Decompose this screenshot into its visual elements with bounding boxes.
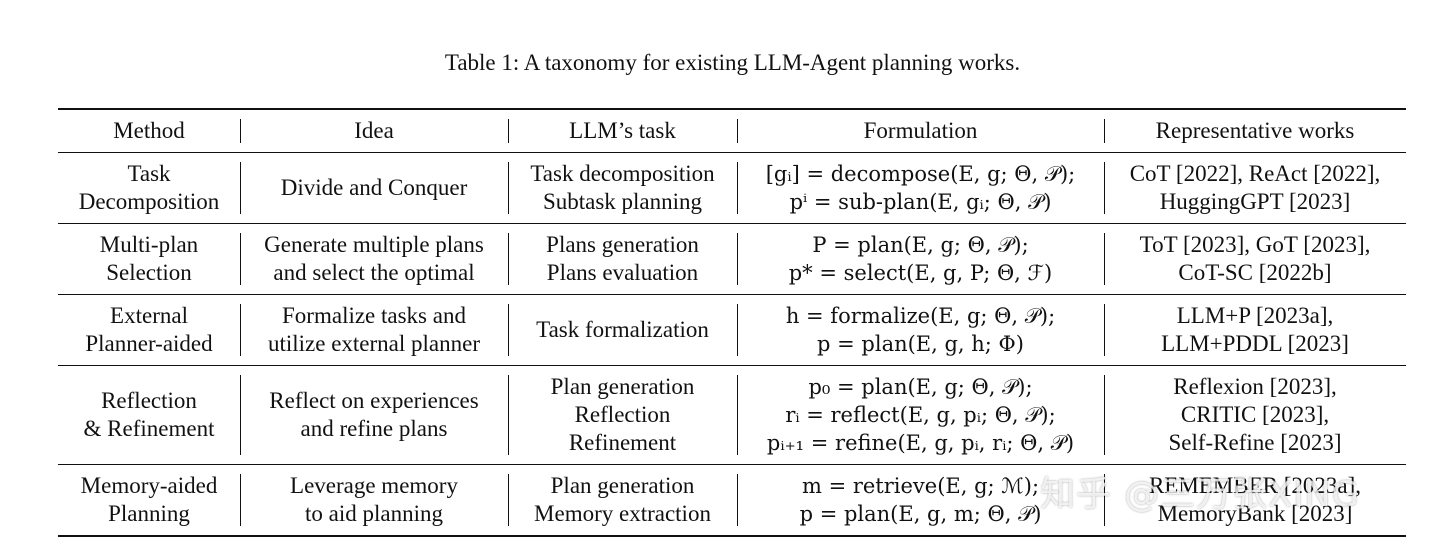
header-formulation: Formulation <box>737 109 1104 153</box>
table-caption: Table 1: A taxonomy for existing LLM-Age… <box>444 50 1021 75</box>
task-cell: Task formalization <box>508 295 737 366</box>
header-llm-task: LLM’s task <box>508 109 737 153</box>
formulation-cell: P = plan(E, g; Θ, 𝒫);p* = select(E, g, P… <box>737 224 1104 295</box>
works-cell: Reflexion [2023],CRITIC [2023],Self-Refi… <box>1104 366 1406 465</box>
idea-cell: Divide and Conquer <box>240 153 508 224</box>
formulation-cell: m = retrieve(E, g; ℳ);p = plan(E, g, m; … <box>737 465 1104 537</box>
header-method: Method <box>113 118 185 143</box>
table-row: Reflection& Refinement Reflect on experi… <box>58 365 1406 465</box>
works-cell: CoT [2022], ReAct [2022],HuggingGPT [202… <box>1104 153 1406 224</box>
formulation-cell: p₀ = plan(E, g; Θ, 𝒫);rᵢ = reflect(E, g,… <box>737 366 1104 465</box>
works-cell: ToT [2023], GoT [2023],CoT-SC [2022b] <box>1104 224 1406 295</box>
works-cell: REMEMBER [2023a],MemoryBank [2023] <box>1104 465 1406 537</box>
header-row: Method Idea LLM’s task Formulation Repre… <box>58 109 1406 153</box>
header-representative-works: Representative works <box>1104 109 1406 153</box>
method-cell: Reflection& Refinement <box>83 388 215 441</box>
header-idea: Idea <box>240 109 508 153</box>
works-cell: LLM+P [2023a],LLM+PDDL [2023] <box>1104 295 1406 366</box>
formulation-cell: [gᵢ] = decompose(E, g; Θ, 𝒫);pⁱ = sub-pl… <box>737 153 1104 224</box>
taxonomy-table: Method Idea LLM’s task Formulation Repre… <box>58 108 1406 537</box>
formulation-cell: h = formalize(E, g; Θ, 𝒫);p = plan(E, g,… <box>737 295 1104 366</box>
